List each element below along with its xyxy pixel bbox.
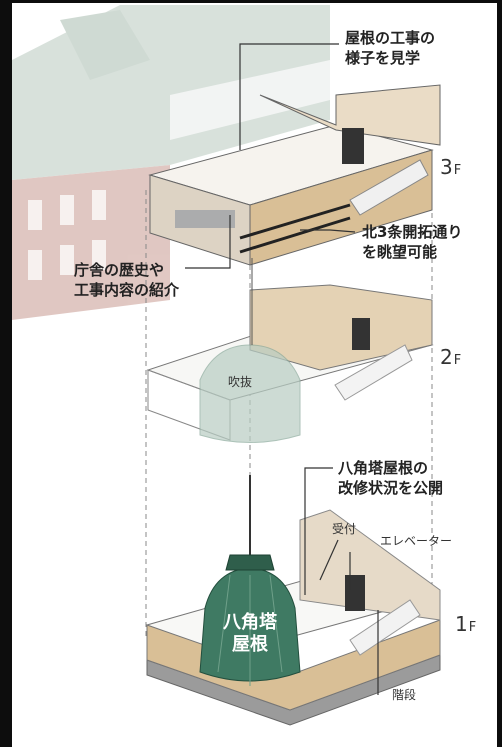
frame-edge-top [0, 0, 502, 3]
frame-edge-left [0, 0, 12, 747]
glass-dome-ghost [199, 344, 301, 443]
floor-marker-1f: 1F [455, 612, 478, 636]
label-elevator: エレベーター [380, 534, 453, 548]
floor-marker-3f: 3F [440, 155, 463, 179]
label-stairs: 階段 [392, 688, 417, 702]
label-city-view: 北3条開拓通り を眺望可能 [362, 223, 463, 261]
octagonal-dome-model [199, 554, 301, 686]
label-roof-work: 屋根の工事の 様子を見学 [345, 29, 436, 67]
floor-3f-model [148, 84, 441, 266]
floor-marker-2f: 2F [440, 345, 463, 369]
label-octagon-renovation: 八角塔屋根の 改修状況を公開 [338, 459, 444, 497]
historic-building-background [12, 5, 330, 320]
label-fukinuke: 吹抜 [228, 375, 253, 389]
label-octagonal-roof: 八角塔 屋根 [223, 612, 277, 655]
leader-lines [185, 43, 379, 695]
frame-edge-right [497, 0, 502, 747]
label-history-intro: 庁舎の歴史や 工事内容の紹介 [74, 261, 180, 299]
label-reception: 受付 [332, 522, 357, 536]
